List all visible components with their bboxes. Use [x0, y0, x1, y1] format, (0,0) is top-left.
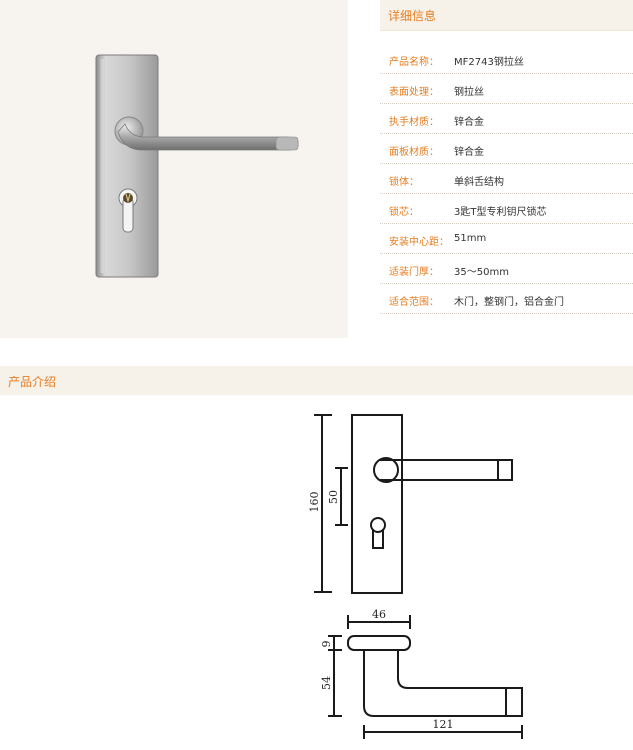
spec-value: 单斜舌结构 [454, 177, 504, 188]
spec-header: 详细信息 [380, 0, 633, 31]
spec-key: 执手材质： [389, 117, 439, 128]
spec-key: 适装门厚： [389, 267, 439, 278]
spec-value: 锌合金 [454, 147, 484, 158]
spec-key: 锁体： [389, 177, 419, 188]
spec-key: 适合范围： [389, 297, 439, 308]
spec-row: 锁体： 单斜舌结构 [380, 164, 633, 194]
spec-list: 产品名称： MF2743钢拉丝 表面处理： 钢拉丝 执手材质： 锌合金 面板材质： 锌合… [380, 44, 633, 314]
spec-value: 3匙T型专利钥尺锁芯 [454, 207, 547, 218]
dim-rose-thick-label: 9 [320, 641, 333, 648]
product-photo [0, 0, 348, 338]
spec-row: 安装中心距： 51mm [380, 224, 633, 254]
spec-row: 适合范围： 木门，整钢门，铝合金门 [380, 284, 633, 314]
spec-key: 安装中心距： [389, 237, 449, 248]
spec-row: 面板材质： 锌合金 [380, 134, 633, 164]
spec-row: 适装门厚： 35～50mm [380, 254, 633, 284]
spec-key: 表面处理： [389, 87, 439, 98]
spec-row: 表面处理： 钢拉丝 [380, 74, 633, 104]
spec-panel: 详细信息 产品名称： MF2743钢拉丝 表面处理： 钢拉丝 执手材质： 锌合金 面板… [380, 0, 633, 340]
spec-value: 35～50mm [454, 267, 509, 278]
spec-value: 钢拉丝 [454, 87, 484, 98]
intro-title: 产品介绍 [8, 375, 57, 389]
spec-title: 详细信息 [388, 9, 437, 23]
spec-value: MF2743钢拉丝 [454, 57, 524, 68]
dim-handle-length-label: 121 [433, 718, 454, 731]
spec-row: 执手材质： 锌合金 [380, 104, 633, 134]
door-lock-image [95, 54, 299, 278]
spec-value: 木门，整钢门，铝合金门 [454, 297, 564, 308]
dim-center-label: 50 [327, 490, 340, 504]
spec-value: 51mm [454, 233, 487, 244]
dim-rose-width-label: 46 [372, 608, 386, 621]
spec-value: 锌合金 [454, 117, 484, 128]
dimension-diagram: 160 50 46 9 54 121 [308, 410, 524, 746]
product-top-section: 详细信息 产品名称： MF2743钢拉丝 表面处理： 钢拉丝 执手材质： 锌合金 面板… [0, 0, 633, 340]
spec-row: 锁芯： 3匙T型专利钥尺锁芯 [380, 194, 633, 224]
technical-drawing: 160 50 46 9 54 121 [308, 414, 523, 739]
spec-key: 锁芯： [389, 207, 419, 218]
dim-height-label: 160 [308, 492, 321, 513]
spec-key: 面板材质： [389, 147, 439, 158]
dim-projection-label: 54 [320, 676, 333, 690]
spec-key: 产品名称： [389, 57, 439, 68]
spec-row: 产品名称： MF2743钢拉丝 [380, 44, 633, 74]
intro-header: 产品介绍 [0, 366, 633, 395]
